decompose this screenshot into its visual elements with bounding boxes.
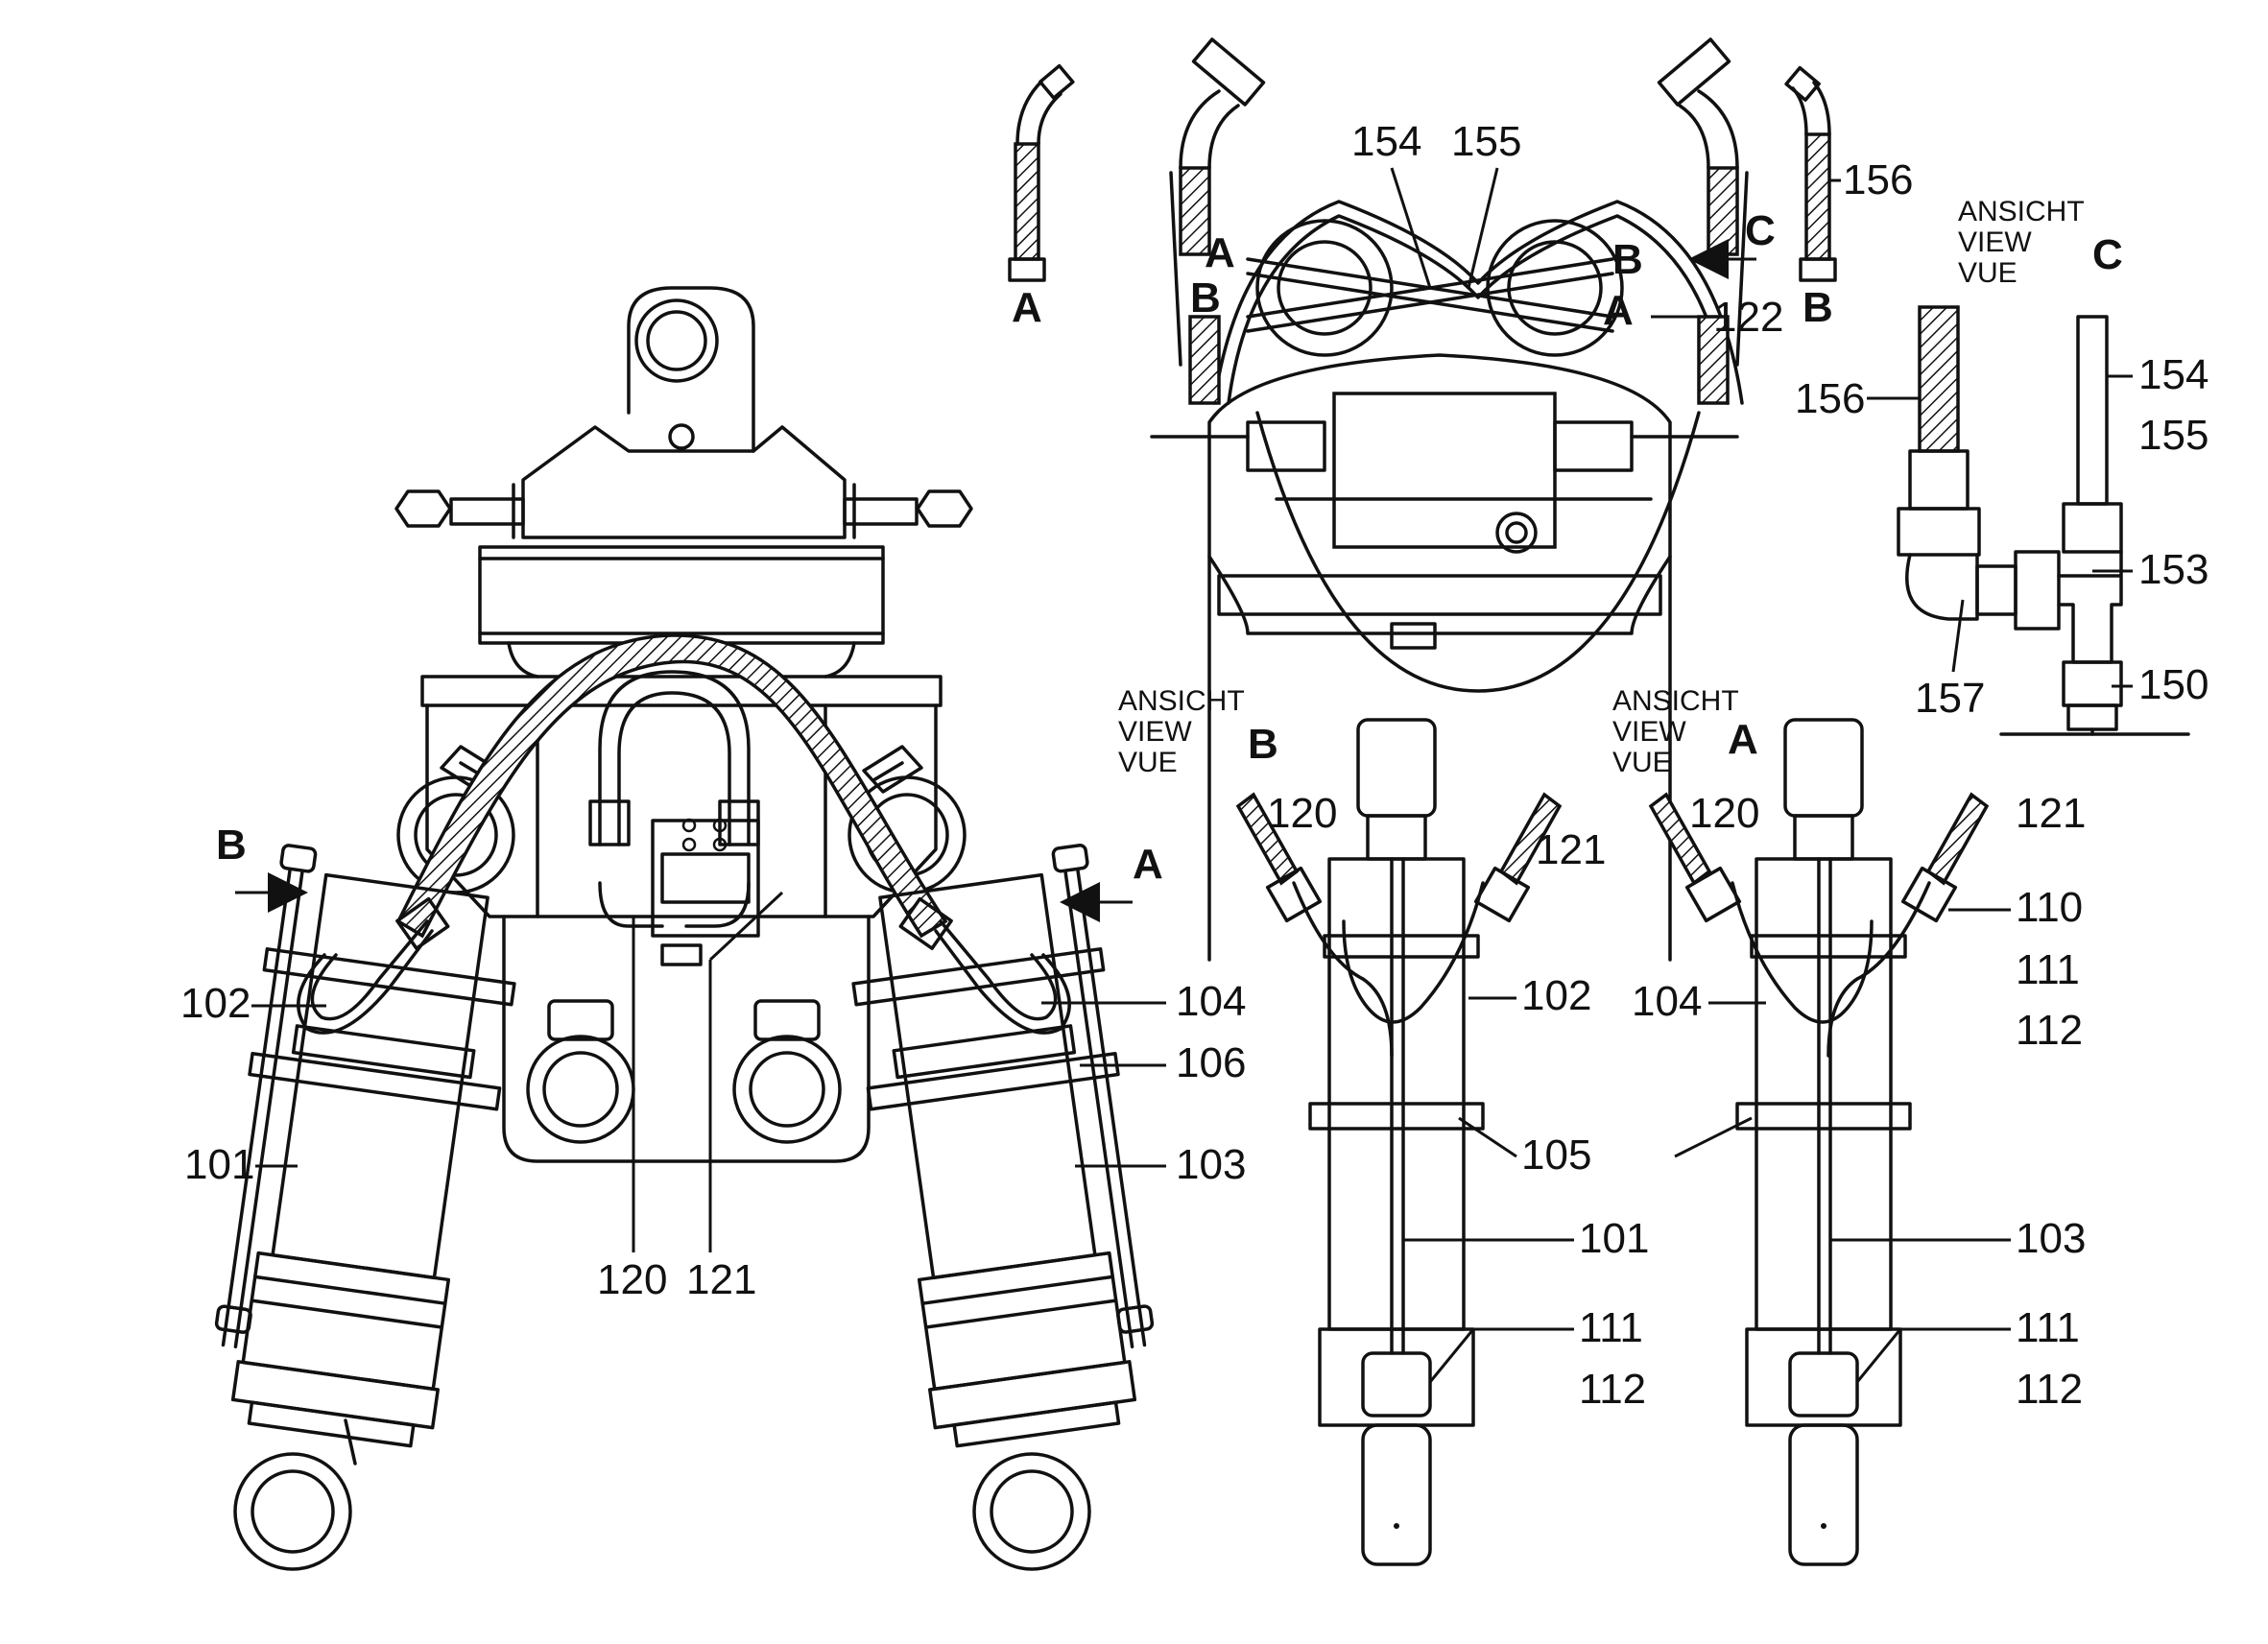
part-label-156-detail: 156 — [1795, 375, 1865, 422]
part-label-154-detail: 154 — [2138, 351, 2208, 398]
part-label-155-top: 155 — [1451, 118, 1521, 165]
view-b-line1: ANSICHT — [1118, 685, 1245, 717]
part-label-155-detail: 155 — [2138, 412, 2208, 459]
part-label-112-view-a-top: 112 — [2016, 1007, 2083, 1054]
part-label-104: 104 — [1176, 978, 1246, 1025]
top-letter-a2: A — [1603, 287, 1634, 334]
part-label-102: 102 — [180, 980, 251, 1027]
main-assembly — [214, 286, 1155, 1571]
hose-letter-b: B — [1802, 284, 1833, 331]
view-a-line3: VUE — [1612, 747, 1672, 778]
part-label-153: 153 — [2138, 546, 2208, 593]
hose-assembly — [395, 633, 948, 939]
part-label-120-view-a: 120 — [1689, 790, 1759, 837]
view-b-line3: VUE — [1118, 747, 1178, 778]
part-label-111-view-a: 111 — [2016, 1304, 2080, 1351]
lifting-lug — [627, 286, 755, 453]
top-view — [1150, 37, 1756, 962]
part-label-103: 103 — [1176, 1141, 1246, 1188]
view-a-letter: A — [1728, 716, 1758, 763]
view-a-line1: ANSICHT — [1612, 685, 1739, 717]
view-b-line2: VIEW — [1118, 716, 1192, 748]
view-a: ANSICHT VIEW VUE A — [1612, 685, 1990, 1566]
part-label-102-view-b: 102 — [1521, 972, 1591, 1019]
part-label-106: 106 — [1176, 1039, 1246, 1086]
part-label-121-view-b: 121 — [1536, 826, 1606, 873]
view-c-letter: C — [2092, 231, 2123, 278]
part-label-111-view-b: 111 — [1579, 1304, 1643, 1351]
part-label-156-hose: 156 — [1843, 156, 1913, 203]
view-c-fitting-detail: ANSICHT VIEW VUE C — [1897, 196, 2190, 736]
part-label-111-view-a-top: 111 — [2016, 946, 2080, 993]
part-label-103-view-a: 103 — [2016, 1215, 2086, 1262]
part-label-110: 110 — [2016, 884, 2083, 931]
part-label-121-view-a: 121 — [2016, 790, 2086, 837]
part-label-154-top: 154 — [1351, 118, 1421, 165]
view-a-line2: VIEW — [1612, 716, 1686, 748]
part-label-120-view-b: 120 — [1267, 790, 1337, 837]
part-label-120: 120 — [597, 1256, 667, 1303]
view-arrow-b: B — [216, 822, 247, 869]
part-label-157: 157 — [1915, 675, 1985, 722]
part-label-101-view-b: 101 — [1579, 1215, 1649, 1262]
top-letter-a1: A — [1205, 229, 1235, 276]
view-c-line1: ANSICHT — [1958, 196, 2085, 227]
view-arrow-c: C — [1745, 207, 1776, 254]
part-label-121: 121 — [686, 1256, 756, 1303]
part-label-104-view-a: 104 — [1632, 978, 1702, 1025]
part-label-150: 150 — [2138, 661, 2208, 708]
top-letter-b2: B — [1612, 236, 1643, 283]
view-b: ANSICHT VIEW VUE B — [1118, 685, 1563, 1566]
part-label-122: 122 — [1713, 294, 1783, 341]
part-label-101: 101 — [184, 1141, 254, 1188]
view-arrow-a: A — [1133, 841, 1163, 888]
view-b-letter: B — [1248, 721, 1278, 768]
part-label-112-view-a: 112 — [2016, 1366, 2083, 1413]
view-c-line3: VUE — [1958, 257, 2017, 289]
view-c-line2: VIEW — [1958, 226, 2032, 258]
part-label-112-view-b: 112 — [1579, 1366, 1646, 1413]
part-label-105: 105 — [1521, 1132, 1591, 1179]
loose-hoses — [1008, 63, 1837, 282]
top-letter-b1: B — [1190, 274, 1221, 322]
hose-letter-a: A — [1012, 284, 1042, 331]
